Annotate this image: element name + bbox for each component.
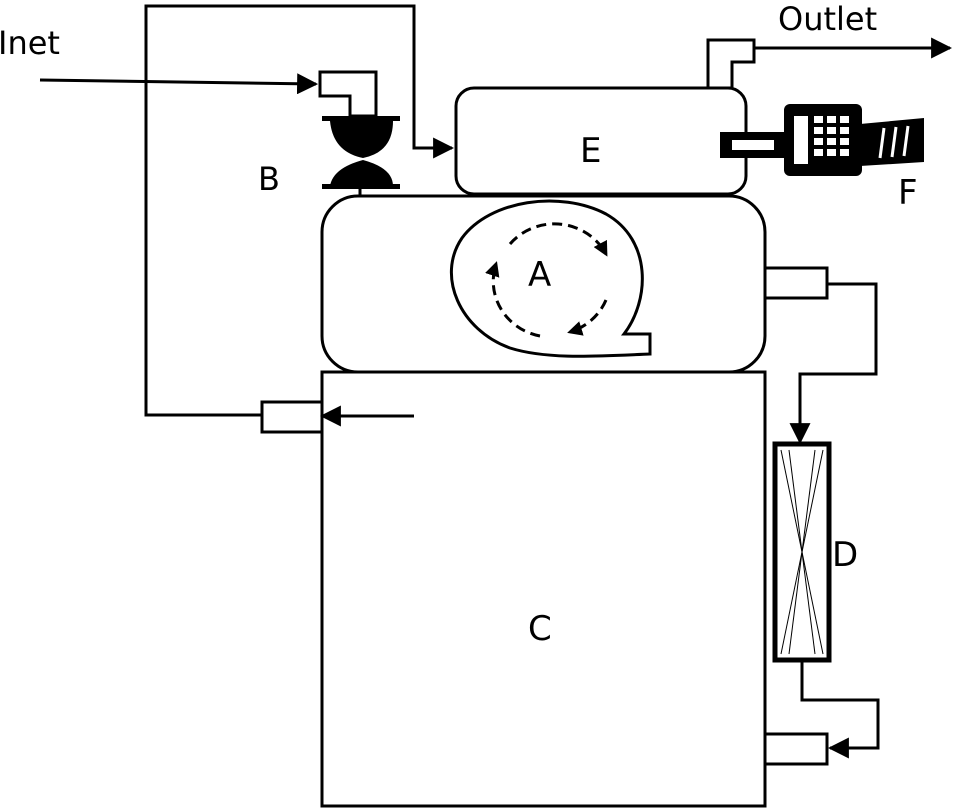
valve-b [322,116,400,189]
label-c: C [528,609,552,649]
d-to-c-line [800,662,880,759]
inlet-label: Inet [0,24,60,62]
a-to-d-line [789,282,878,445]
meter-f-icon [720,104,924,176]
port-c-left [260,400,324,434]
outlet-label: Outlet [778,0,877,38]
label-b: B [258,160,280,198]
label-a: A [528,255,551,295]
label-d: D [832,535,858,575]
recycle-line [144,4,455,417]
port-c-right [763,732,829,766]
reactor-a-swirl [450,199,652,358]
circulation-arrows-icon [485,222,608,338]
label-f: F [898,173,918,213]
inlet-line [39,73,319,95]
outlet-elbow [706,38,756,90]
column-d [772,441,832,663]
tank-c [320,370,767,808]
port-a-right [763,266,829,300]
label-e: E [580,131,601,171]
valve-inlet-elbow [318,70,378,118]
